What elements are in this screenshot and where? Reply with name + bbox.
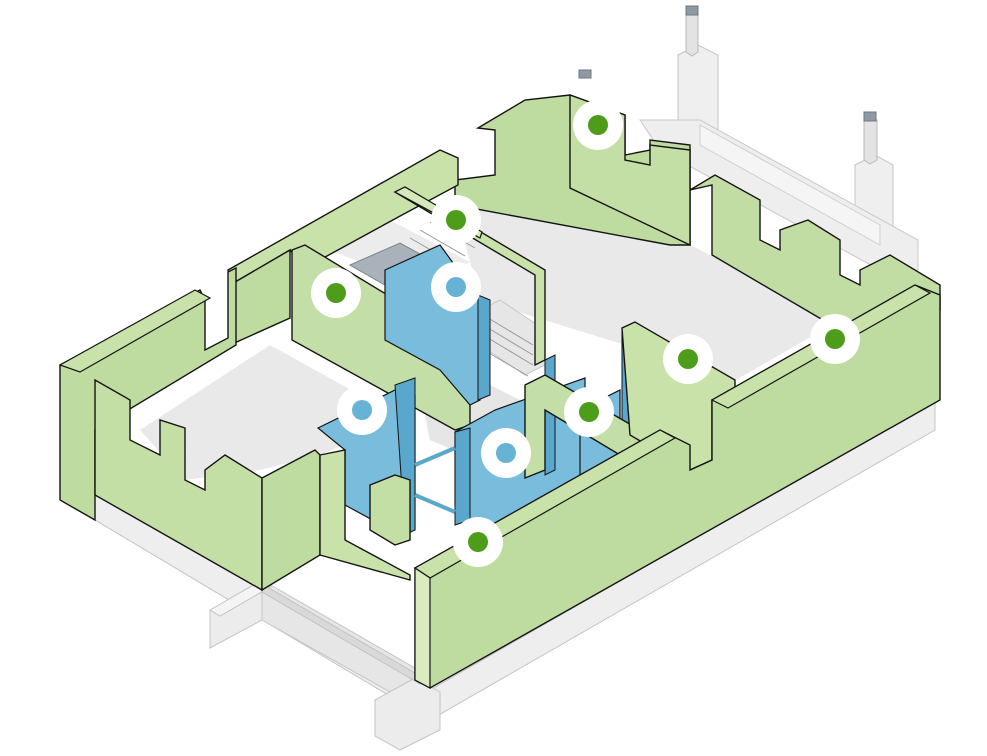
glass-marker-2[interactable] — [337, 385, 387, 435]
floor-left-room — [140, 345, 405, 480]
south-wall-left-face — [261, 449, 321, 592]
rear-post-left — [677, 5, 719, 141]
wall-marker-1[interactable] — [573, 100, 623, 150]
floor-right-room — [455, 185, 840, 395]
foundation — [69, 5, 936, 751]
wall-marker-4[interactable] — [663, 334, 713, 384]
rear-cap-1 — [578, 69, 592, 79]
wall-marker-2[interactable] — [431, 195, 481, 245]
glass-stair-mullion — [477, 294, 491, 401]
markers — [311, 100, 860, 567]
wall-marker-7[interactable] — [453, 517, 503, 567]
wall-marker-6[interactable] — [564, 387, 614, 437]
glass-threshold-2 — [414, 493, 456, 514]
partition-front-low — [369, 474, 411, 546]
south-wall-end — [414, 566, 431, 689]
west-wall-top — [58, 289, 212, 373]
wall-marker-5[interactable] — [810, 314, 860, 364]
foundation-beam-top — [209, 579, 273, 617]
front-left-walls — [58, 266, 411, 592]
glass-center-mullion — [454, 427, 471, 526]
glass-threshold-1 — [414, 446, 456, 467]
glass-marker-3[interactable] — [481, 428, 531, 478]
partition-front — [319, 449, 411, 581]
glass-marker-1[interactable] — [431, 262, 481, 312]
right-wall-back — [689, 174, 941, 331]
rear-beam-2 — [699, 124, 881, 246]
wall-marker-3[interactable] — [311, 268, 361, 318]
